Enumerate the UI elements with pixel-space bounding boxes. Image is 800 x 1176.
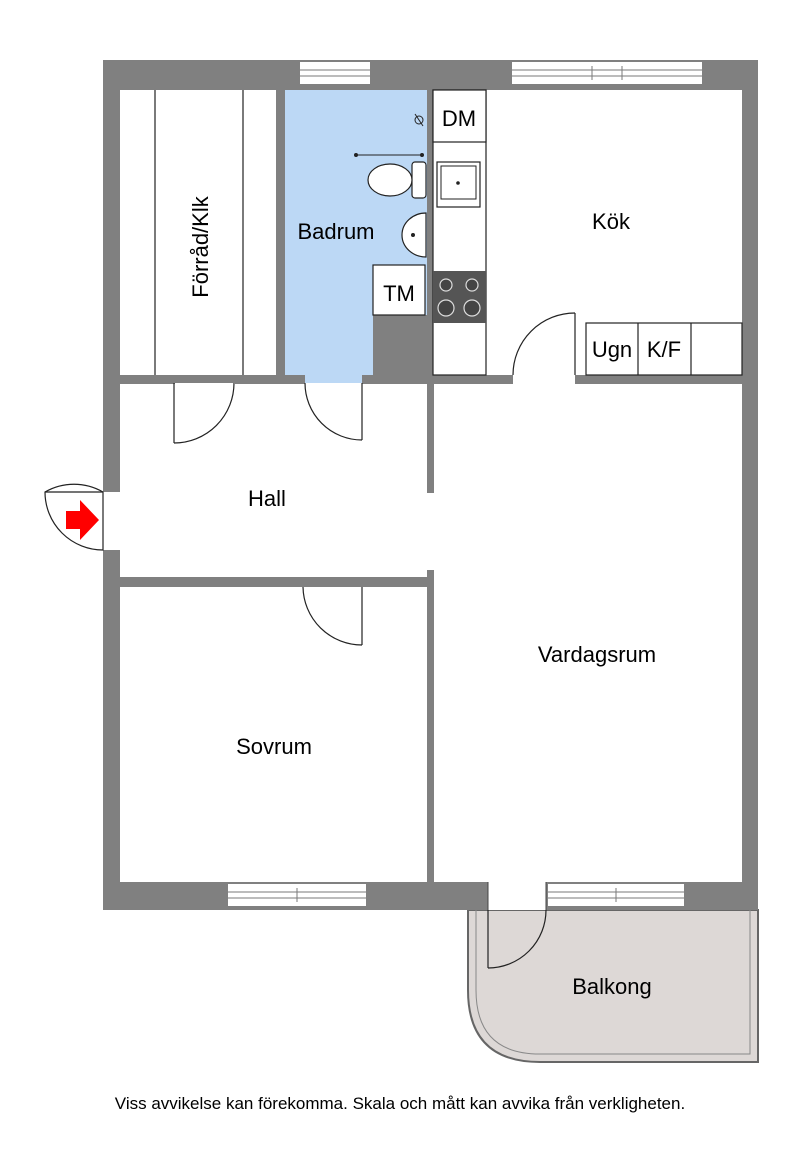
- hall-living-opening: [425, 493, 437, 570]
- hall-room: [120, 383, 427, 577]
- kitchen-sink-icon: [436, 161, 481, 208]
- window-bottom-living: [548, 884, 684, 906]
- washer-box: TM: [372, 264, 426, 316]
- bathroom-wall-block: [373, 315, 427, 383]
- storage-room: [120, 90, 276, 375]
- door-bedroom: [302, 586, 363, 646]
- window-top-bath: [300, 62, 370, 84]
- storage-label: Förråd/Klk: [188, 195, 213, 297]
- dishwasher-label: DM: [442, 106, 476, 131]
- balcony-inner-edge: [475, 910, 751, 1055]
- wall-bed-living: [427, 570, 434, 882]
- wall-kitchen-living: [433, 375, 513, 384]
- hall-entrance-gap: [103, 492, 123, 550]
- door-bathroom: [304, 382, 363, 441]
- toilet-icon: [367, 161, 427, 199]
- kitchen-living-opening: [513, 372, 575, 386]
- wall-kitchen-living-2: [575, 375, 742, 384]
- fridge-label: K/F: [647, 337, 681, 362]
- shower-icon: [354, 113, 424, 157]
- oven-label: Ugn: [592, 337, 632, 362]
- balcony-door-opening: [488, 882, 546, 910]
- living-room: [433, 383, 742, 882]
- balcony-area: [467, 909, 759, 1063]
- kitchen-label: Kök: [592, 209, 631, 234]
- bathroom-label: Badrum: [297, 219, 374, 244]
- wall-bath-hall: [362, 375, 434, 384]
- hall-label: Hall: [248, 486, 286, 511]
- balcony-label: Balkong: [572, 974, 652, 999]
- door-balcony: [487, 909, 547, 969]
- wall-storage-hall: [120, 375, 175, 384]
- wall-hall-living: [427, 383, 434, 493]
- disclaimer-text: Viss avvikelse kan förekomma. Skala och …: [114, 1094, 686, 1113]
- storage-shelves: [154, 90, 244, 375]
- washer-label: TM: [383, 281, 415, 306]
- living-label: Vardagsrum: [538, 642, 656, 667]
- window-bottom-bed: [228, 884, 366, 906]
- wall-hall-bed-left: [120, 577, 302, 587]
- window-top-kitchen: [512, 62, 702, 84]
- wall-hall-bed-right: [362, 577, 434, 587]
- wall-storage-bath: [276, 90, 285, 375]
- bedroom-label: Sovrum: [236, 734, 312, 759]
- wall-bath-kitchen: [427, 90, 433, 375]
- wall-storage-hall-2: [235, 375, 305, 384]
- stove-icon: [433, 271, 486, 323]
- red-arrow-icon: [66, 500, 99, 540]
- bedroom-room: [120, 587, 427, 882]
- sink-icon: [401, 212, 427, 258]
- appliance-row: Ugn K/F: [585, 322, 743, 376]
- door-storage: [173, 382, 235, 444]
- door-kitchen: [512, 312, 576, 376]
- kitchen-counter: DM: [432, 89, 487, 376]
